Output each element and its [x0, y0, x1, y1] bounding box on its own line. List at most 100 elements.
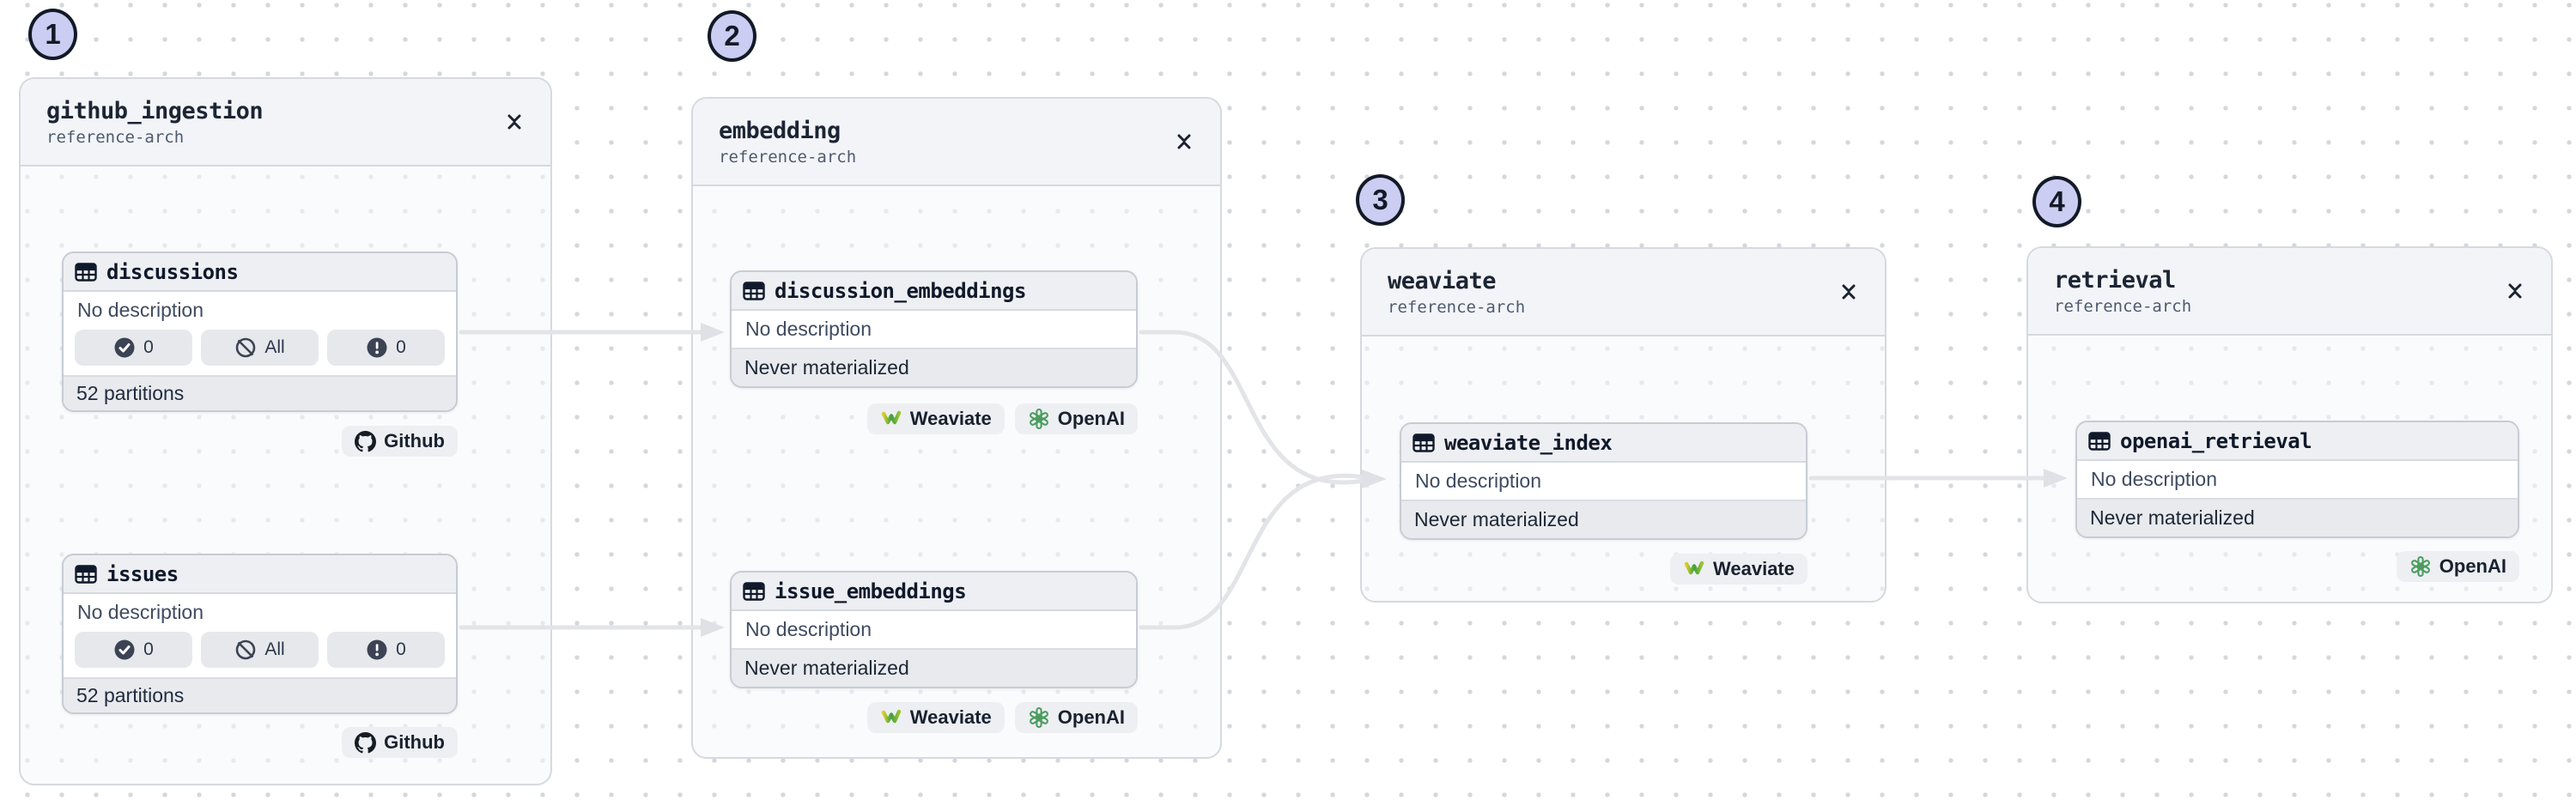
asset-description: No description — [732, 311, 1136, 348]
failed-count-pill[interactable]: 0 — [327, 632, 445, 668]
weaviate-icon — [880, 409, 902, 429]
group-subtitle: reference-arch — [2054, 296, 2192, 316]
materialization-status: Never materialized — [732, 648, 1136, 687]
table-icon — [75, 564, 97, 585]
kind-badge-weaviate[interactable]: Weaviate — [1670, 554, 1807, 585]
collapse-group-icon[interactable] — [1838, 278, 1859, 306]
asset-card-issue-embeddings[interactable]: issue_embeddings No description Never ma… — [730, 571, 1138, 688]
group-titles: weaviate reference-arch — [1388, 268, 1525, 317]
openai-icon — [1028, 408, 1050, 430]
collapse-group-icon[interactable] — [1174, 128, 1194, 155]
missing-partitions-pill[interactable]: All — [201, 632, 319, 668]
missing-partitions-pill[interactable]: All — [201, 330, 319, 366]
kind-badges-row: Weaviate — [1400, 554, 1807, 585]
asset-description: No description — [64, 292, 456, 329]
kind-badge-weaviate[interactable]: Weaviate — [866, 702, 1005, 733]
slash-circle-icon — [234, 639, 257, 661]
pill-label: 0 — [396, 337, 406, 357]
slash-circle-icon — [234, 336, 257, 359]
group-subtitle: reference-arch — [46, 127, 185, 147]
kind-badge-label: OpenAI — [2439, 555, 2506, 577]
asset-card-header: discussion_embeddings — [732, 272, 1136, 311]
kind-badge-label: Github — [384, 731, 445, 753]
kind-badge-label: Weaviate — [909, 706, 992, 728]
asset-description: No description — [1401, 463, 1806, 500]
group-titles: retrieval reference-arch — [2054, 267, 2191, 316]
asset-description: No description — [64, 594, 456, 631]
asset-description: No description — [732, 611, 1136, 648]
asset-status-pills: 0 All 0 — [64, 329, 456, 375]
weaviate-icon — [880, 707, 902, 728]
asset-card-discussion-embeddings[interactable]: discussion_embeddings No description Nev… — [730, 270, 1138, 388]
pill-label: 0 — [396, 639, 406, 659]
asset-card-header: issues — [64, 555, 456, 594]
group-header-retrieval[interactable]: retrieval reference-arch — [2028, 248, 2551, 336]
pill-label: All — [264, 337, 285, 357]
group-subtitle: reference-arch — [719, 147, 857, 167]
group-header-embedding[interactable]: embedding reference-arch — [693, 99, 1220, 186]
group-title: retrieval — [2054, 266, 2176, 294]
group-header-github-ingestion[interactable]: github_ingestion reference-arch — [21, 79, 550, 167]
asset-card-issues[interactable]: issues No description 0 All — [62, 554, 458, 714]
kind-badge-label: OpenAI — [1057, 706, 1125, 728]
kind-badges-row: Weaviate OpenAI — [730, 702, 1138, 733]
kind-badge-label: OpenAI — [1057, 408, 1125, 429]
openai-icon — [2409, 555, 2432, 578]
kind-badge-openai[interactable]: OpenAI — [2396, 551, 2519, 582]
table-icon — [1413, 433, 1435, 453]
kind-badges-row: OpenAI — [2075, 551, 2519, 582]
group-header-weaviate[interactable]: weaviate reference-arch — [1362, 249, 1885, 336]
partitions-count: 52 partitions — [64, 677, 456, 712]
kind-badge-openai[interactable]: OpenAI — [1014, 403, 1138, 434]
annotation-badge-4: 4 — [2032, 176, 2081, 227]
asset-name: issues — [106, 561, 179, 586]
collapse-group-icon[interactable] — [2505, 277, 2525, 305]
asset-card-header: weaviate_index — [1401, 424, 1806, 463]
kind-badge-openai[interactable]: OpenAI — [1014, 702, 1138, 733]
materialized-count-pill[interactable]: 0 — [75, 632, 192, 668]
asset-group-github-ingestion: github_ingestion reference-arch discussi… — [19, 77, 552, 785]
table-icon — [2088, 431, 2111, 451]
asset-description: No description — [2077, 461, 2518, 498]
materialized-count-pill[interactable]: 0 — [75, 330, 192, 366]
alert-circle-icon — [366, 639, 388, 661]
asset-status-pills: 0 All 0 — [64, 631, 456, 677]
annotation-badge-3: 3 — [1356, 174, 1405, 226]
table-icon — [743, 281, 765, 301]
pill-label: 0 — [143, 337, 154, 357]
asset-card-discussions[interactable]: discussions No description 0 All — [62, 251, 458, 412]
kind-badges-row: Weaviate OpenAI — [730, 403, 1138, 434]
group-titles: embedding reference-arch — [719, 118, 856, 167]
kind-badge-github[interactable]: Github — [342, 727, 458, 758]
group-title: embedding — [719, 117, 841, 144]
group-title: weaviate — [1388, 267, 1497, 294]
github-icon — [355, 430, 377, 452]
github-icon — [355, 731, 377, 754]
kind-badge-github[interactable]: Github — [342, 426, 458, 457]
materialization-status: Never materialized — [2077, 498, 2518, 536]
asset-name: weaviate_index — [1444, 430, 1613, 455]
annotation-badge-1: 1 — [28, 9, 77, 60]
asset-card-header: discussions — [64, 253, 456, 292]
group-title: github_ingestion — [46, 97, 264, 124]
materialization-status: Never materialized — [732, 348, 1136, 386]
pill-label: 0 — [143, 639, 154, 659]
pill-label: All — [264, 639, 285, 659]
asset-name: openai_retrieval — [2120, 428, 2312, 453]
asset-card-openai-retrieval[interactable]: openai_retrieval No description Never ma… — [2075, 421, 2519, 538]
weaviate-icon — [1683, 559, 1705, 579]
kind-badges-row: Github — [62, 727, 458, 758]
asset-card-header: issue_embeddings — [732, 573, 1136, 611]
table-icon — [75, 262, 97, 282]
group-subtitle: reference-arch — [1388, 297, 1526, 317]
failed-count-pill[interactable]: 0 — [327, 330, 445, 366]
alert-circle-icon — [366, 336, 388, 359]
asset-card-weaviate-index[interactable]: weaviate_index No description Never mate… — [1400, 422, 1807, 540]
kind-badge-weaviate[interactable]: Weaviate — [866, 403, 1005, 434]
kind-badge-label: Github — [384, 430, 445, 451]
kind-badge-label: Weaviate — [1713, 558, 1795, 579]
asset-card-header: openai_retrieval — [2077, 422, 2518, 461]
collapse-group-icon[interactable] — [504, 108, 525, 136]
group-titles: github_ingestion reference-arch — [46, 97, 264, 147]
